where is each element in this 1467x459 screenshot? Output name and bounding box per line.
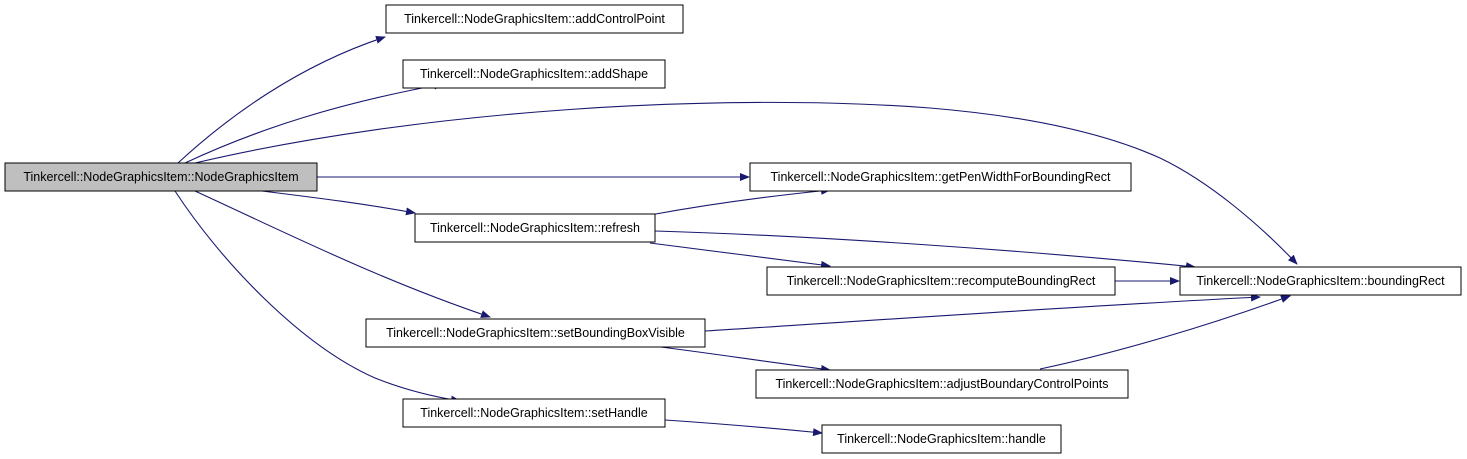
node-setHandle-label: Tinkercell::NodeGraphicsItem::setHandle <box>420 406 647 420</box>
node-addControlPoint[interactable]: Tinkercell::NodeGraphicsItem::addControl… <box>385 4 684 34</box>
node-setBoundingBoxVisible[interactable]: Tinkercell::NodeGraphicsItem::setBoundin… <box>365 318 706 348</box>
node-adjustBoundary-box <box>755 369 1129 399</box>
node-refresh[interactable]: Tinkercell::NodeGraphicsItem::refresh <box>414 213 656 243</box>
node-root-box <box>4 162 318 192</box>
edges-layer <box>174 36 1298 437</box>
node-recompute-box <box>766 266 1116 296</box>
edge-root-to-addControlPoint <box>177 36 386 164</box>
node-getPenWidth[interactable]: Tinkercell::NodeGraphicsItem::getPenWidt… <box>749 162 1132 192</box>
edge-root-to-refresh <box>261 190 416 216</box>
edge-refresh-to-getPenWidth <box>649 186 831 216</box>
node-setHandle[interactable]: Tinkercell::NodeGraphicsItem::setHandle <box>402 398 666 428</box>
node-refresh-box <box>414 213 656 243</box>
node-refresh-label: Tinkercell::NodeGraphicsItem::refresh <box>430 221 640 235</box>
edge-adjustBoundary-to-boundingRect <box>1039 295 1291 370</box>
node-addShape[interactable]: Tinkercell::NodeGraphicsItem::addShape <box>402 59 666 89</box>
edge-setHandle-to-handle <box>664 419 823 437</box>
node-setBoundingBoxVisible-label: Tinkercell::NodeGraphicsItem::setBoundin… <box>386 326 685 340</box>
edge-root-to-setBoundingBoxVisible <box>194 190 491 318</box>
nodes-layer: Tinkercell::NodeGraphicsItem::NodeGraphi… <box>4 4 1462 454</box>
edge-refresh-to-boundingRect <box>654 230 1196 271</box>
node-setHandle-box <box>402 398 666 428</box>
node-recompute[interactable]: Tinkercell::NodeGraphicsItem::recomputeB… <box>766 266 1116 296</box>
edge-refresh-to-recompute <box>649 242 831 269</box>
node-addShape-label: Tinkercell::NodeGraphicsItem::addShape <box>420 67 648 81</box>
edge-setBoundingBoxVisible-to-boundingRect <box>704 293 1261 332</box>
node-addShape-box <box>402 59 666 89</box>
node-handle-box <box>821 424 1062 454</box>
node-setBoundingBoxVisible-box <box>365 318 706 348</box>
edge-root-to-addShape <box>184 81 444 164</box>
node-boundingRect-label: Tinkercell::NodeGraphicsItem::boundingRe… <box>1196 274 1445 288</box>
node-adjustBoundary-label: Tinkercell::NodeGraphicsItem::adjustBoun… <box>775 377 1108 391</box>
node-handle[interactable]: Tinkercell::NodeGraphicsItem::handle <box>821 424 1062 454</box>
node-boundingRect-box <box>1179 266 1462 296</box>
node-handle-label: Tinkercell::NodeGraphicsItem::handle <box>837 432 1046 446</box>
node-addControlPoint-box <box>385 4 684 34</box>
node-getPenWidth-label: Tinkercell::NodeGraphicsItem::getPenWidt… <box>771 170 1111 184</box>
node-recompute-label: Tinkercell::NodeGraphicsItem::recomputeB… <box>787 274 1096 288</box>
edge-root-to-setHandle <box>174 190 461 404</box>
node-boundingRect[interactable]: Tinkercell::NodeGraphicsItem::boundingRe… <box>1179 266 1462 296</box>
node-addControlPoint-label: Tinkercell::NodeGraphicsItem::addControl… <box>404 12 665 26</box>
edge-root-to-boundingRect <box>194 101 1298 265</box>
node-root-label: Tinkercell::NodeGraphicsItem::NodeGraphi… <box>23 170 298 184</box>
node-root[interactable]: Tinkercell::NodeGraphicsItem::NodeGraphi… <box>4 162 318 192</box>
node-adjustBoundary[interactable]: Tinkercell::NodeGraphicsItem::adjustBoun… <box>755 369 1129 399</box>
node-getPenWidth-box <box>749 162 1132 192</box>
edge-setBoundingBoxVisible-to-adjustBoundary <box>644 344 831 373</box>
